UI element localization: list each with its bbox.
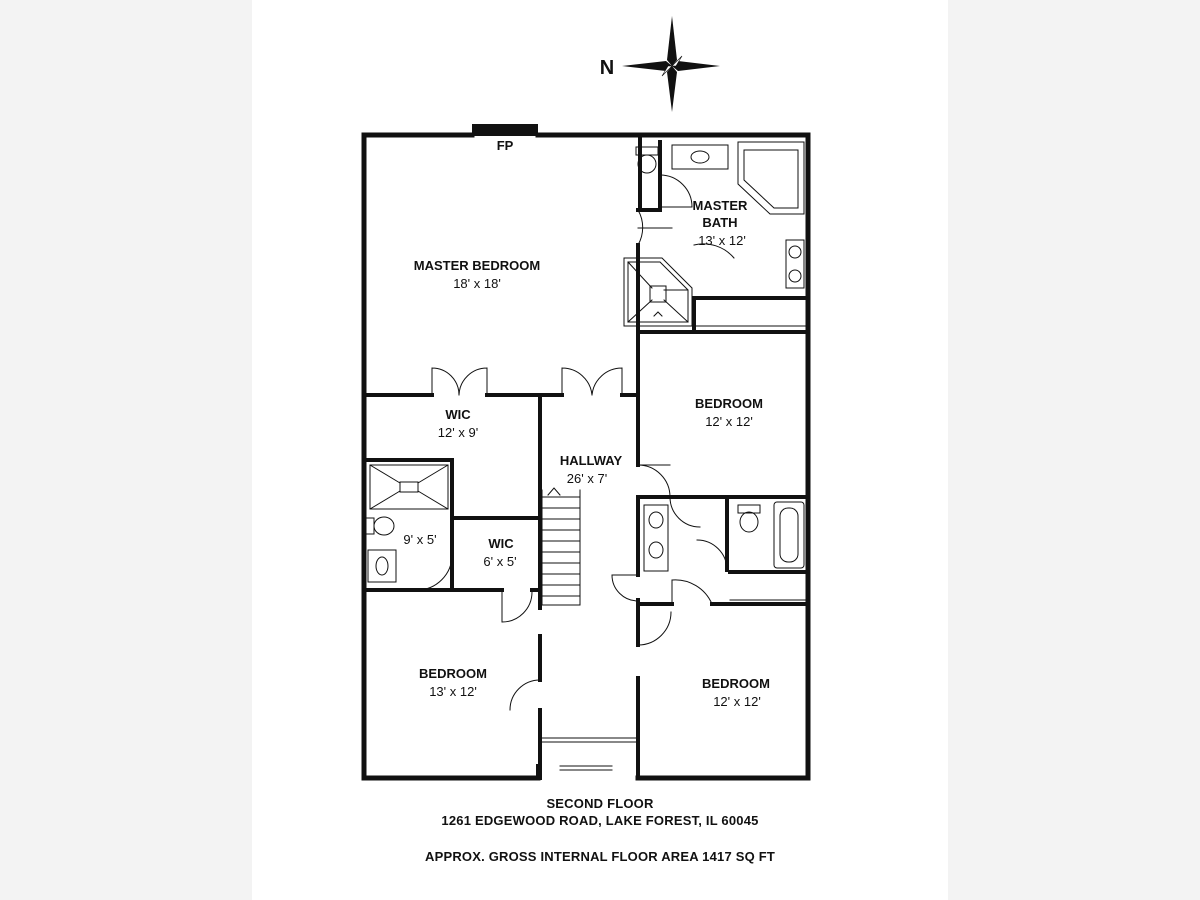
floor-plan-drawing: N FP MASTER BEDROOM 18' x 18' MASTER BAT… xyxy=(361,16,811,781)
fixtures xyxy=(365,141,807,601)
master-bedroom-name: MASTER BEDROOM xyxy=(414,258,540,273)
bedroom-east-upper-size: 12' x 12' xyxy=(705,414,753,429)
hallway-size: 26' x 7' xyxy=(567,471,607,486)
master-bath-size: 13' x 12' xyxy=(698,233,746,248)
bedroom-east-lower-name: BEDROOM xyxy=(702,676,770,691)
hall-bath-toilet-icon xyxy=(737,504,761,533)
compass-rose-icon xyxy=(622,16,720,112)
double-vanity-icon xyxy=(643,504,669,572)
vanity-sink-icon xyxy=(785,239,805,289)
master-bedroom-size: 18' x 18' xyxy=(453,276,501,291)
bedroom-east-upper-name: BEDROOM xyxy=(695,396,763,411)
railing xyxy=(541,737,637,743)
compass-north-label: N xyxy=(600,57,614,79)
wic-small-size: 6' x 5' xyxy=(483,554,516,569)
small-bath-size: 9' x 5' xyxy=(403,532,436,547)
small-shower-icon xyxy=(369,464,449,510)
bathtub-icon xyxy=(773,501,805,569)
interior-walls xyxy=(362,135,810,780)
wic-large-name: WIC xyxy=(445,407,471,422)
hallway-name: HALLWAY xyxy=(560,453,623,468)
master-bath-name-line2: BATH xyxy=(702,215,737,230)
bedroom-west-lower-size: 13' x 12' xyxy=(429,684,477,699)
floor-title: SECOND FLOOR xyxy=(546,796,654,811)
small-sink-icon xyxy=(367,549,397,583)
wic-large-size: 12' x 9' xyxy=(438,425,478,440)
bedroom-west-lower-name: BEDROOM xyxy=(419,666,487,681)
staircase xyxy=(541,487,581,606)
fireplace-label: FP xyxy=(497,138,514,153)
bedroom-east-lower-size: 12' x 12' xyxy=(713,694,761,709)
master-sink-icon xyxy=(671,144,729,170)
floor-area-note: APPROX. GROSS INTERNAL FLOOR AREA 1417 S… xyxy=(425,849,775,864)
master-bath-name-line1: MASTER xyxy=(693,198,749,213)
closet-shelves xyxy=(693,325,807,601)
master-shower-icon xyxy=(623,257,693,327)
floor-plan-sheet: N FP MASTER BEDROOM 18' x 18' MASTER BAT… xyxy=(252,0,948,900)
windows xyxy=(361,132,811,781)
small-toilet-icon xyxy=(365,516,395,536)
corner-tub-icon xyxy=(737,141,805,215)
master-toilet-icon xyxy=(635,146,659,174)
property-address: 1261 EDGEWOOD ROAD, LAKE FOREST, IL 6004… xyxy=(441,813,759,828)
doors xyxy=(416,174,735,711)
wic-small-name: WIC xyxy=(488,536,514,551)
